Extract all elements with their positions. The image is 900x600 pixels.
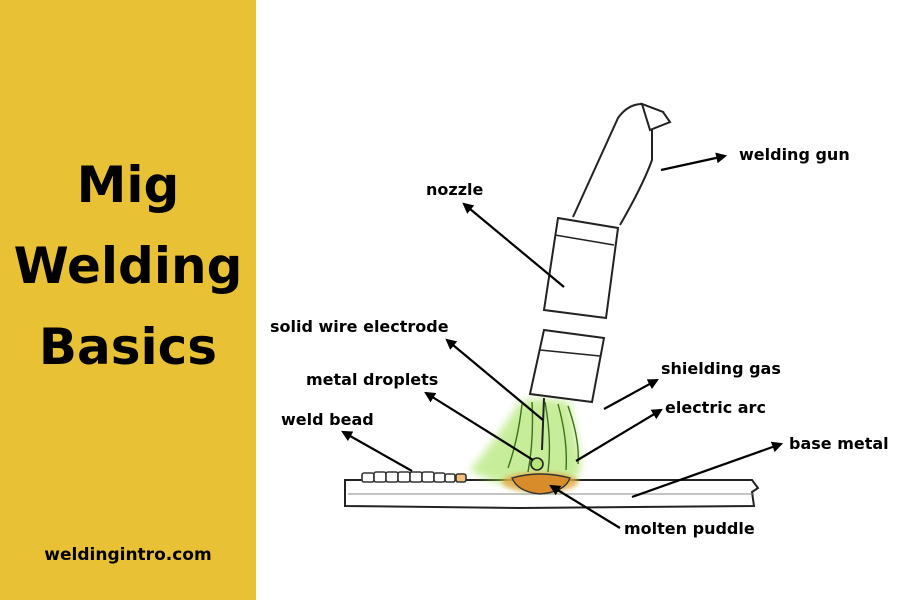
arrow-nozzle — [462, 202, 565, 288]
arrow-electric-arc — [575, 408, 663, 462]
contact-tip — [528, 328, 606, 404]
metal-droplet — [530, 457, 544, 471]
title-line-2: Welding — [13, 237, 243, 295]
arrow-molten-puddle — [549, 484, 621, 529]
label-nozzle: nozzle — [426, 180, 484, 199]
arrow-welding-gun — [660, 152, 728, 172]
label-base-metal: base metal — [789, 434, 889, 453]
title-line-3: Basics — [38, 318, 218, 376]
label-molten-puddle: molten puddle — [624, 519, 755, 538]
label-shielding-gas: shielding gas — [661, 359, 781, 378]
weld-bead — [361, 471, 467, 483]
label-welding-gun: welding gun — [739, 145, 850, 164]
page-title: Mig Welding Basics — [0, 145, 256, 388]
arrow-solid-wire-electrode — [445, 338, 544, 421]
arrow-base-metal — [631, 441, 784, 499]
label-metal-droplets: metal droplets — [306, 370, 439, 389]
label-solid-wire-electrode: solid wire electrode — [270, 317, 449, 336]
arrow-weld-bead — [341, 430, 413, 472]
website-label: weldingintro.com — [44, 545, 212, 565]
wire-electrode — [541, 397, 545, 451]
title-line-1: Mig — [76, 156, 180, 214]
label-electric-arc: electric arc — [665, 398, 766, 417]
shielding-gas-cloud — [470, 398, 581, 492]
nozzle-body — [542, 216, 620, 320]
arrow-shielding-gas — [603, 378, 659, 410]
title-panel: Mig Welding Basics weldingintro.com — [0, 0, 256, 600]
label-weld-bead: weld bead — [281, 410, 374, 429]
arrow-metal-droplets — [424, 391, 534, 461]
